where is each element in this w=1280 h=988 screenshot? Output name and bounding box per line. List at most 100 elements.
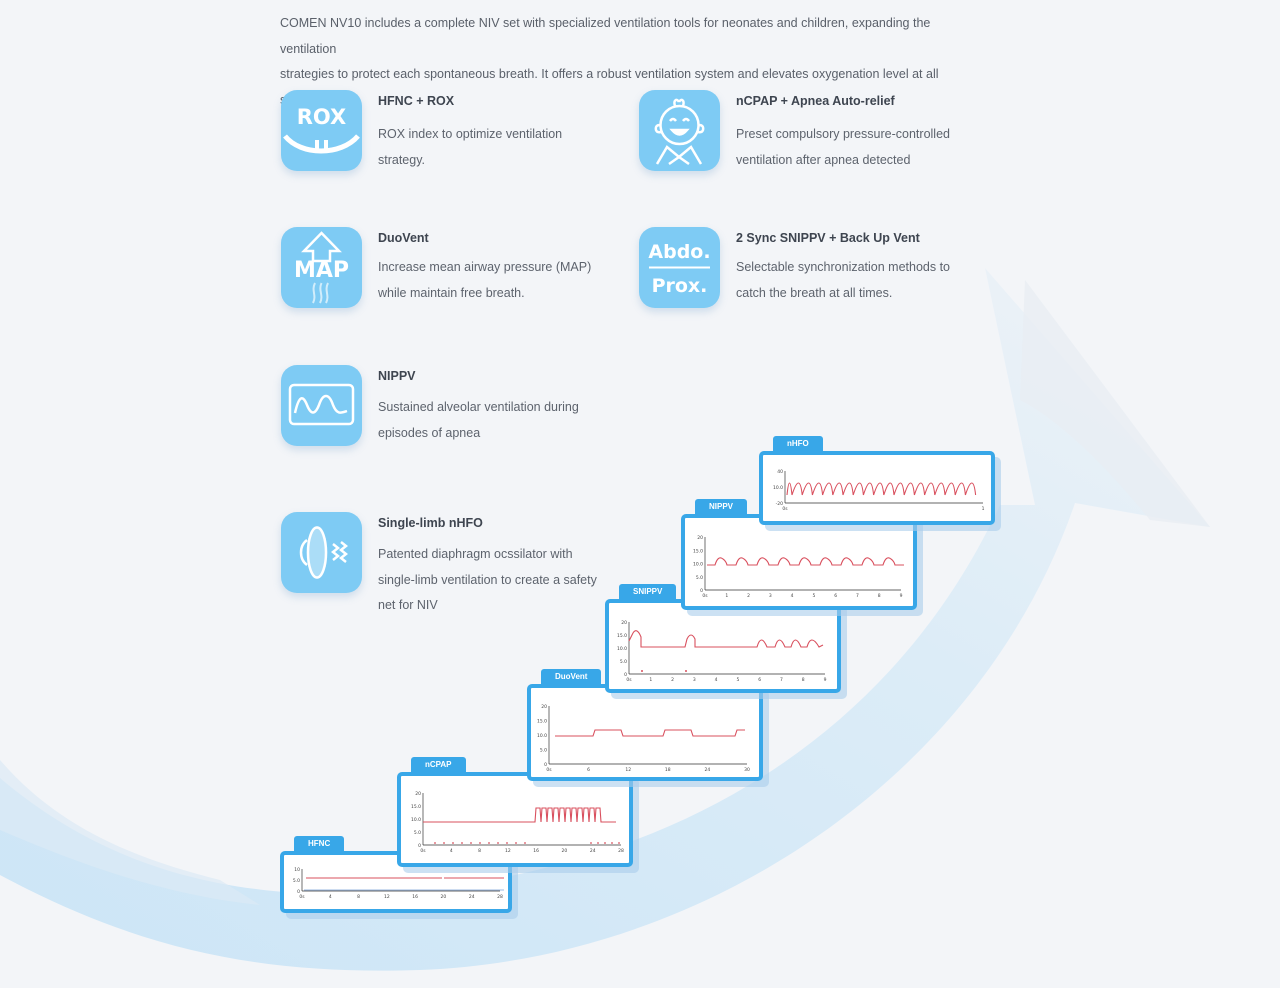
x-tick-label: 1 bbox=[649, 677, 652, 683]
nippv-pressure-wave bbox=[707, 557, 904, 566]
nhfo-oscillation-wave bbox=[786, 482, 977, 496]
breath-marker bbox=[479, 842, 481, 844]
x-tick-label: 7 bbox=[780, 677, 783, 683]
trigger-marker bbox=[685, 670, 687, 672]
feature-title: Single-limb nHFO bbox=[378, 516, 483, 530]
feature-desc-line: single-limb ventilation to create a safe… bbox=[378, 572, 597, 587]
intro-text: COMEN NV10 includes a complete NIV set w… bbox=[280, 11, 980, 113]
y-tick-label: 10.0 bbox=[617, 646, 627, 652]
y-tick-label: 40 bbox=[777, 469, 783, 475]
x-tick-label: 9 bbox=[900, 593, 903, 599]
x-tick-label: 3 bbox=[693, 677, 696, 683]
feature-desc: Preset compulsory pressure-controlled ve… bbox=[736, 122, 966, 173]
y-tick-label: 15.0 bbox=[411, 804, 421, 810]
breath-marker bbox=[434, 842, 436, 844]
x-tick-label: 12 bbox=[384, 894, 390, 900]
x-tick-label: 8 bbox=[478, 848, 481, 854]
x-tick-label: 4 bbox=[715, 677, 718, 683]
ncpap-pressure-wave bbox=[423, 807, 616, 823]
map-arrow-icon: MAP bbox=[281, 227, 362, 308]
x-tick-label: 20 bbox=[562, 848, 568, 854]
x-tick-label: 3 bbox=[769, 593, 772, 599]
x-tick-label: 12 bbox=[505, 848, 511, 854]
abdo-prox-icon: Abdo. Prox. bbox=[639, 227, 720, 308]
intro-line-1: COMEN NV10 includes a complete NIV set w… bbox=[280, 16, 931, 56]
x-tick-label: 6 bbox=[834, 593, 837, 599]
card-tab: nHFO bbox=[773, 436, 823, 451]
svg-text:Abdo.: Abdo. bbox=[648, 241, 710, 263]
y-tick-label: 15.0 bbox=[693, 548, 703, 554]
x-tick-label: 28 bbox=[618, 848, 624, 854]
card-tab: nCPAP bbox=[411, 757, 466, 772]
y-tick-label: 15.0 bbox=[617, 633, 627, 639]
x-tick-label: 4 bbox=[450, 848, 453, 854]
x-tick-label: 0s bbox=[626, 677, 632, 683]
feature-title: HFNC + ROX bbox=[378, 94, 455, 108]
x-tick-label: 0s bbox=[299, 894, 305, 900]
x-tick-label: 0s bbox=[782, 506, 788, 512]
y-tick-label: 20 bbox=[697, 535, 703, 541]
x-tick-label: 24 bbox=[705, 767, 711, 773]
y-tick-label: -20 bbox=[776, 501, 783, 507]
y-tick-label: 10.0 bbox=[411, 817, 421, 823]
x-tick-label: 8 bbox=[357, 894, 360, 900]
svg-text:Prox.: Prox. bbox=[652, 275, 708, 297]
x-tick-label: 5 bbox=[736, 677, 739, 683]
feature-desc-line: Increase mean airway pressure (MAP) bbox=[378, 260, 592, 274]
x-tick-label: 16 bbox=[533, 848, 539, 854]
breath-marker bbox=[611, 842, 613, 844]
breath-marker bbox=[524, 842, 526, 844]
y-tick-label: 20 bbox=[621, 620, 627, 626]
x-tick-label: 2 bbox=[747, 593, 750, 599]
breath-marker bbox=[497, 842, 499, 844]
y-tick-label: 20 bbox=[415, 791, 421, 797]
breath-marker bbox=[604, 842, 606, 844]
y-tick-label: 5.0 bbox=[696, 575, 703, 581]
breath-marker bbox=[506, 842, 508, 844]
breath-marker bbox=[597, 842, 599, 844]
x-tick-label: 7 bbox=[856, 593, 859, 599]
x-tick-label: 6 bbox=[758, 677, 761, 683]
x-tick-label: 6 bbox=[587, 767, 590, 773]
y-tick-label: 10.0 bbox=[693, 562, 703, 568]
y-tick-label: 0 bbox=[544, 762, 547, 768]
breath-marker bbox=[590, 842, 592, 844]
waveform-monitor-icon bbox=[281, 365, 362, 446]
feature-desc-line: net for NIV bbox=[378, 598, 438, 612]
svg-text:MAP: MAP bbox=[294, 258, 349, 283]
card-tab: DuoVent bbox=[541, 669, 602, 684]
x-tick-label: 0s bbox=[702, 593, 708, 599]
feature-title: NIPPV bbox=[378, 369, 416, 383]
breath-marker bbox=[452, 842, 454, 844]
y-tick-label: 5.0 bbox=[293, 878, 300, 884]
y-tick-label: 10.0 bbox=[773, 485, 783, 491]
x-tick-label: 9 bbox=[824, 677, 827, 683]
baby-face-icon bbox=[639, 90, 720, 171]
y-tick-label: 10 bbox=[294, 867, 300, 873]
feature-desc-line: Sustained alveolar ventilation during bbox=[378, 400, 579, 414]
x-tick-label: 24 bbox=[469, 894, 475, 900]
breath-marker bbox=[470, 842, 472, 844]
breath-marker bbox=[461, 842, 463, 844]
feature-desc-line: strategy. bbox=[378, 152, 426, 167]
y-tick-label: 20 bbox=[541, 704, 547, 710]
y-tick-label: 10.0 bbox=[537, 733, 547, 739]
breath-marker bbox=[443, 842, 445, 844]
svg-text:ROX: ROX bbox=[297, 105, 346, 129]
x-tick-label: 1 bbox=[725, 593, 728, 599]
card-tab: HFNC bbox=[294, 836, 345, 851]
snippv-pressure-wave bbox=[628, 630, 824, 648]
x-tick-label: 8 bbox=[878, 593, 881, 599]
breath-marker bbox=[488, 842, 490, 844]
feature-desc: Selectable synchronization methods to ca… bbox=[736, 255, 966, 306]
y-tick-label: 5.0 bbox=[414, 830, 421, 836]
